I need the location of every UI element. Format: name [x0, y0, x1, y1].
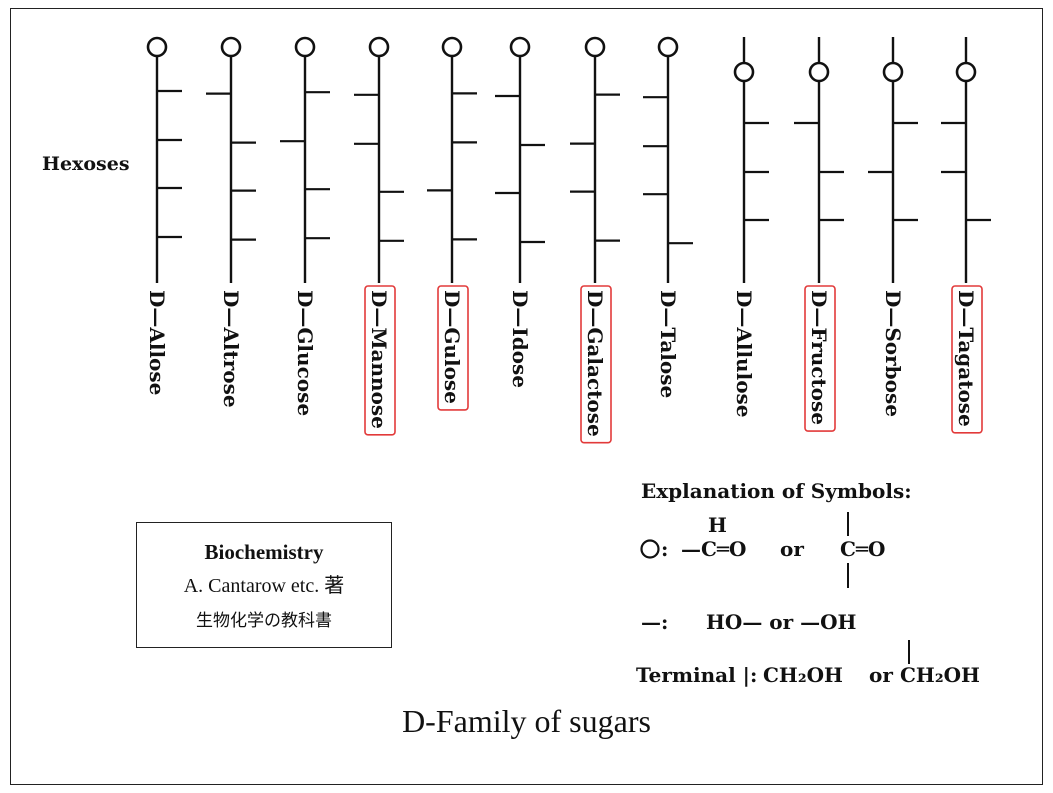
aldehyde-circle-icon	[640, 539, 660, 559]
sugar-column: D—Allulose	[732, 37, 769, 418]
aldehyde-colon: :	[661, 537, 668, 561]
sugar-name-label: D—Mannose	[367, 290, 391, 429]
ketone-circle-icon	[955, 61, 977, 83]
highlight-box	[580, 285, 612, 444]
sugar-column: D—Tagatose	[941, 37, 991, 434]
sugar-name-label: D—Sorbose	[881, 290, 905, 417]
slide-caption: D-Family of sugars	[402, 703, 651, 739]
explanation-title: Explanation of Symbols:	[641, 479, 912, 503]
highlight-box	[804, 285, 836, 432]
sugar-column: D—Talose	[643, 36, 693, 398]
sugar-column: D—Fructose	[794, 37, 844, 432]
sugar-name-label: D—Talose	[656, 290, 680, 398]
or-label-2: or	[869, 663, 893, 687]
hydroxyl-text: HO— or —OH	[706, 610, 856, 634]
aldehyde-formula: —C═O	[681, 537, 746, 561]
sugar-column: D—Glucose	[280, 36, 330, 416]
ketone-circle-icon	[733, 61, 755, 83]
slide-frame	[10, 8, 1043, 785]
source-author: A. Cantarow etc. 著	[183, 575, 345, 597]
aldehyde-circle-icon	[220, 36, 242, 58]
sugar-column: D—Mannose	[354, 36, 404, 436]
sugar-column: D—Sorbose	[868, 37, 918, 417]
highlight-box	[364, 285, 396, 436]
aldehyde-circle-icon	[584, 36, 606, 58]
ketone-formula: C═O	[840, 537, 885, 561]
or-label-1: or	[780, 537, 804, 561]
sugar-column: D—Gulose	[427, 36, 477, 411]
aldehyde-circle-icon	[441, 36, 463, 58]
terminal-formula-1: CH₂OH	[763, 663, 843, 687]
aldehyde-circle-icon	[146, 36, 168, 58]
sugar-name-label: D—Idose	[508, 290, 532, 388]
sugar-column: D—Idose	[495, 36, 545, 388]
sugar-columns: D—Allose D—Altrose D—Glucose D—Mannose D—Gul…	[145, 36, 991, 444]
sugar-name-label: D—Glucose	[293, 290, 317, 416]
hydroxyl-symbol: —:	[641, 610, 668, 634]
aldehyde-circle-icon	[509, 36, 531, 58]
ketone-circle-icon	[882, 61, 904, 83]
sugar-name-label: D—Allulose	[732, 290, 756, 418]
aldehyde-circle-icon	[368, 36, 390, 58]
terminal-label: Terminal |:	[636, 663, 757, 687]
highlight-box	[437, 285, 469, 411]
aldehyde-circle-icon	[294, 36, 316, 58]
ketone-circle-icon	[808, 61, 830, 83]
hexoses-heading: Hexoses	[42, 153, 130, 175]
sugar-name-label: D—Gulose	[440, 290, 464, 404]
sugar-column: D—Galactose	[570, 36, 620, 444]
sugar-column: D—Altrose	[206, 36, 256, 408]
source-title: Biochemistry	[204, 540, 324, 564]
sugar-name-label: D—Altrose	[219, 290, 243, 408]
sugar-column: D—Allose	[145, 36, 182, 395]
aldehyde-circle-icon	[657, 36, 679, 58]
aldehyde-h: H	[708, 513, 727, 537]
sugar-name-label: D—Allose	[145, 290, 169, 395]
sugar-name-label: D—Galactose	[583, 290, 607, 437]
sugar-name-label: D—Tagatose	[954, 290, 978, 427]
source-box: Biochemistry A. Cantarow etc. 著 生物化学の教科書	[136, 522, 392, 648]
sugar-name-label: D—Fructose	[807, 290, 831, 425]
highlight-box	[951, 285, 983, 434]
source-note: 生物化学の教科書	[196, 611, 332, 631]
terminal-formula-2: CH₂OH	[900, 663, 980, 687]
